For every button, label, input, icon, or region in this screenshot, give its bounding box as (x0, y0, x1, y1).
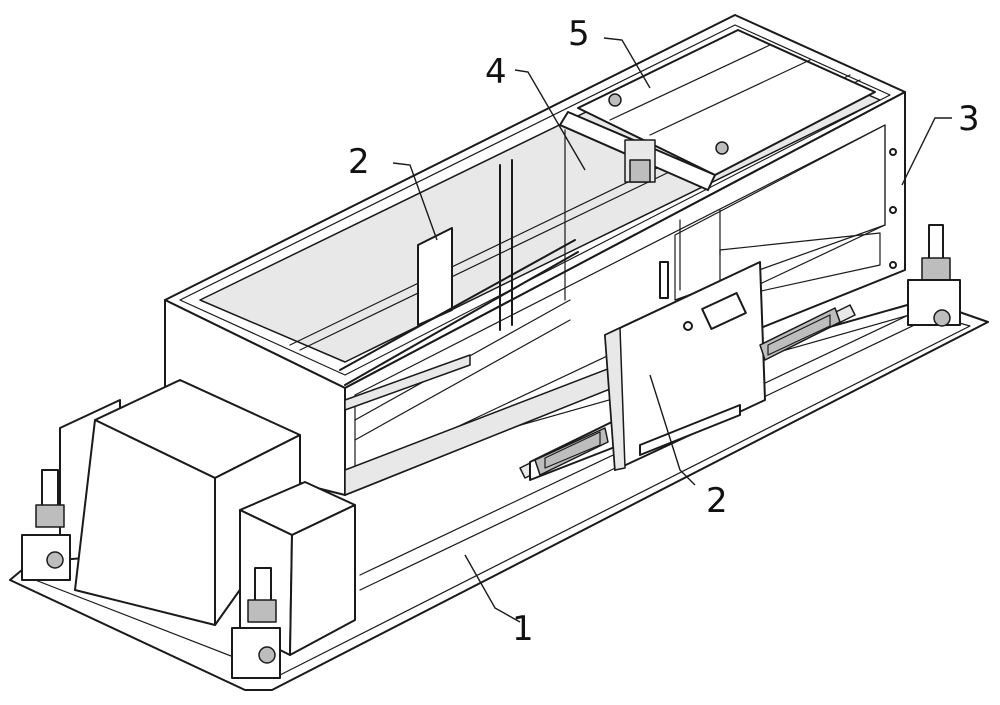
leveling-foot-front-right (231, 567, 281, 679)
inner-panel (559, 111, 716, 191)
callout-5: 5 (568, 14, 590, 54)
callout-2-lower: 2 (706, 481, 728, 521)
carriage (519, 261, 856, 481)
guide-block-upper (339, 227, 579, 411)
callout-1: 1 (512, 609, 534, 649)
callout-labels: 1 2 2 3 4 5 (348, 14, 980, 649)
callout-3: 3 (958, 99, 980, 139)
leveling-foot-rear-right (907, 224, 961, 327)
callout-2-upper: 2 (348, 142, 370, 182)
callout-4: 4 (485, 52, 507, 92)
top-plate (577, 29, 876, 176)
leader-lines (392, 37, 952, 623)
leveling-foot-front-left (21, 469, 71, 581)
